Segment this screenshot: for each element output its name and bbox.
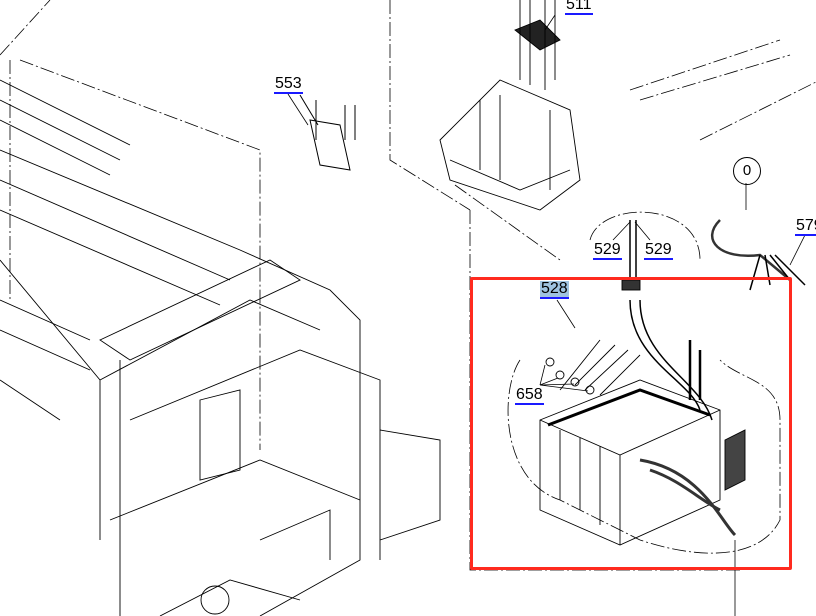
carriage-assembly xyxy=(439,0,581,211)
part-label-579[interactable]: 579 xyxy=(795,218,816,236)
part-label-529[interactable]: 529 xyxy=(644,241,673,260)
part-label-528[interactable]: 528 xyxy=(540,280,569,299)
part-label-658[interactable]: 658 xyxy=(515,386,544,405)
callout-circle: 0 xyxy=(733,157,761,185)
part-label-553[interactable]: 553 xyxy=(274,75,303,94)
selection-highlight-box xyxy=(470,277,792,570)
ink-supply-unit xyxy=(539,219,806,546)
part-label-511[interactable]: 511 xyxy=(565,0,593,15)
part-label-529[interactable]: 529 xyxy=(593,241,622,260)
bracket-553 xyxy=(299,94,356,171)
printer-frame xyxy=(0,79,441,616)
